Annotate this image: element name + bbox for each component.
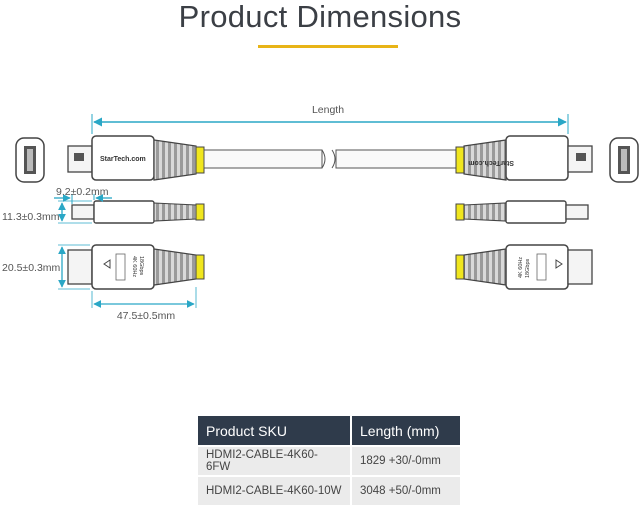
table-header-row: Product SKU Length (mm) bbox=[198, 416, 460, 445]
row-length: 1829 +30/-0mm bbox=[352, 445, 460, 475]
label-4k-left: 4K 60Hz bbox=[131, 256, 137, 277]
cable-dimension-diagram: StarTech.com StarTech.com Length bbox=[2, 104, 639, 322]
length-label: Length bbox=[312, 104, 344, 116]
top-view-left: 4K 60Hz 18Gbps bbox=[67, 244, 205, 290]
top-cable-assembly: StarTech.com StarTech.com bbox=[15, 135, 639, 183]
top-view-right: 4K 60Hz 18Gbps bbox=[455, 244, 593, 290]
title-underline bbox=[258, 45, 398, 48]
width-label: 20.5±0.3mm bbox=[2, 262, 61, 274]
right-end-face bbox=[609, 137, 639, 183]
table-row: HDMI2-CABLE-4K60-10W 3048 +50/-0mm bbox=[198, 475, 460, 505]
left-end-face bbox=[15, 137, 45, 183]
page-title: Product Dimensions bbox=[178, 0, 462, 34]
header-length: Length (mm) bbox=[352, 416, 460, 445]
depth-label: 9.2±0.2mm bbox=[56, 186, 109, 198]
side-view-right bbox=[455, 200, 589, 224]
table-row: HDMI2-CABLE-4K60-6FW 1829 +30/-0mm bbox=[198, 445, 460, 475]
sku-table: Product SKU Length (mm) HDMI2-CABLE-4K60… bbox=[198, 416, 460, 505]
connector-length-dimension: 47.5±0.5mm bbox=[91, 287, 197, 322]
header-product-sku: Product SKU bbox=[198, 416, 352, 445]
row-sku: HDMI2-CABLE-4K60-6FW bbox=[198, 445, 352, 475]
brand-logo-right: StarTech.com bbox=[468, 159, 514, 166]
label-18gbps-right: 18Gbps bbox=[525, 258, 531, 278]
depth-dimension: 9.2±0.2mm bbox=[54, 186, 112, 204]
brand-logo-left: StarTech.com bbox=[100, 156, 146, 163]
row-length: 3048 +50/-0mm bbox=[352, 475, 460, 505]
thickness-label: 11.3±0.3mm bbox=[2, 211, 60, 223]
width-dimension: 20.5±0.3mm bbox=[2, 244, 90, 290]
label-4k-right: 4K 60Hz bbox=[518, 257, 524, 278]
connector-length-label: 47.5±0.5mm bbox=[117, 310, 176, 322]
thickness-dimension: 11.3±0.3mm bbox=[2, 200, 92, 224]
length-dimension: Length bbox=[91, 104, 569, 134]
label-18gbps-left: 18Gbps bbox=[138, 256, 144, 276]
row-sku: HDMI2-CABLE-4K60-10W bbox=[198, 475, 352, 505]
side-view-left bbox=[71, 200, 205, 224]
